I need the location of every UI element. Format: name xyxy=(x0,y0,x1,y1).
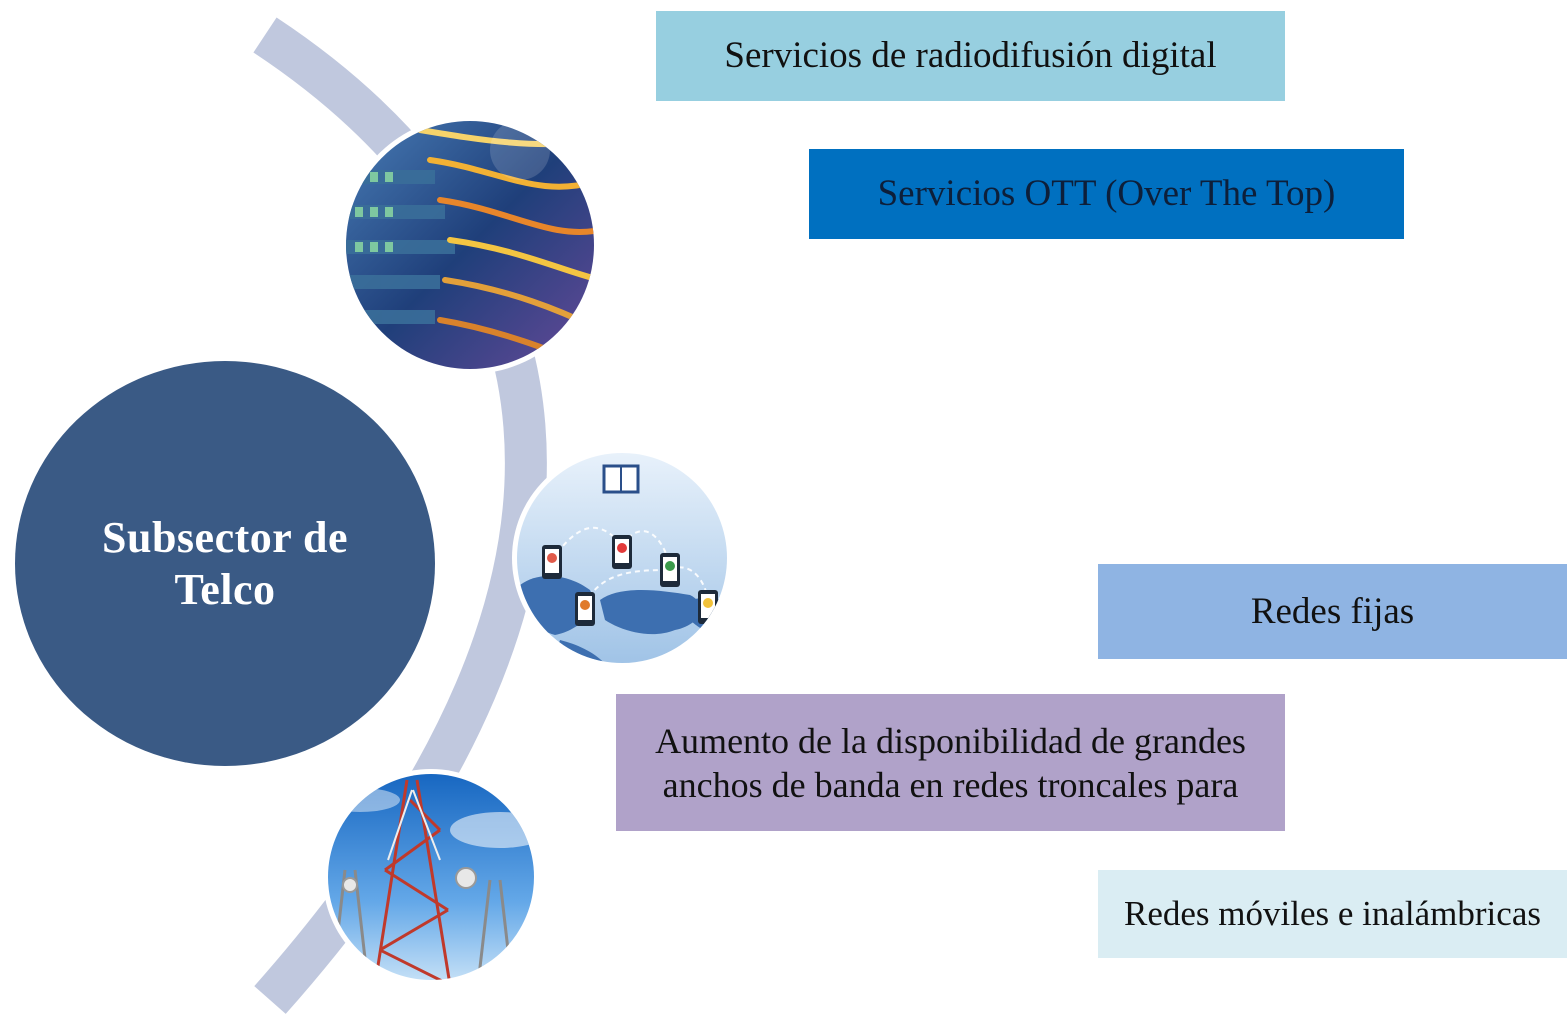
item-label: Redes móviles e inalámbricas xyxy=(1124,894,1541,933)
item-box-digital-broadcasting: Servicios de radiodifusión digital xyxy=(656,11,1285,101)
item-box-bandwidth-increase: Aumento de la disponibilidad de grandes … xyxy=(616,694,1285,831)
item-box-ott-services: Servicios OTT (Over The Top) xyxy=(809,149,1404,239)
item-label: Aumento de la disponibilidad de grandes … xyxy=(655,720,1246,805)
item-box-mobile-wireless-networks: Redes móviles e inalámbricas xyxy=(1098,870,1567,958)
item-label: Redes fijas xyxy=(1250,590,1415,632)
mobile-network-world-map-image xyxy=(512,448,732,668)
item-box-fixed-networks: Redes fijas xyxy=(1098,564,1567,659)
item-label: Servicios de radiodifusión digital xyxy=(724,35,1217,76)
telecom-tower-image xyxy=(323,769,539,985)
central-topic-label: Subsector de Telco xyxy=(102,512,348,614)
fiber-optic-cables-image xyxy=(341,116,599,374)
item-label: Servicios OTT (Over The Top) xyxy=(877,173,1336,214)
central-topic-circle: Subsector de Telco xyxy=(15,361,435,766)
